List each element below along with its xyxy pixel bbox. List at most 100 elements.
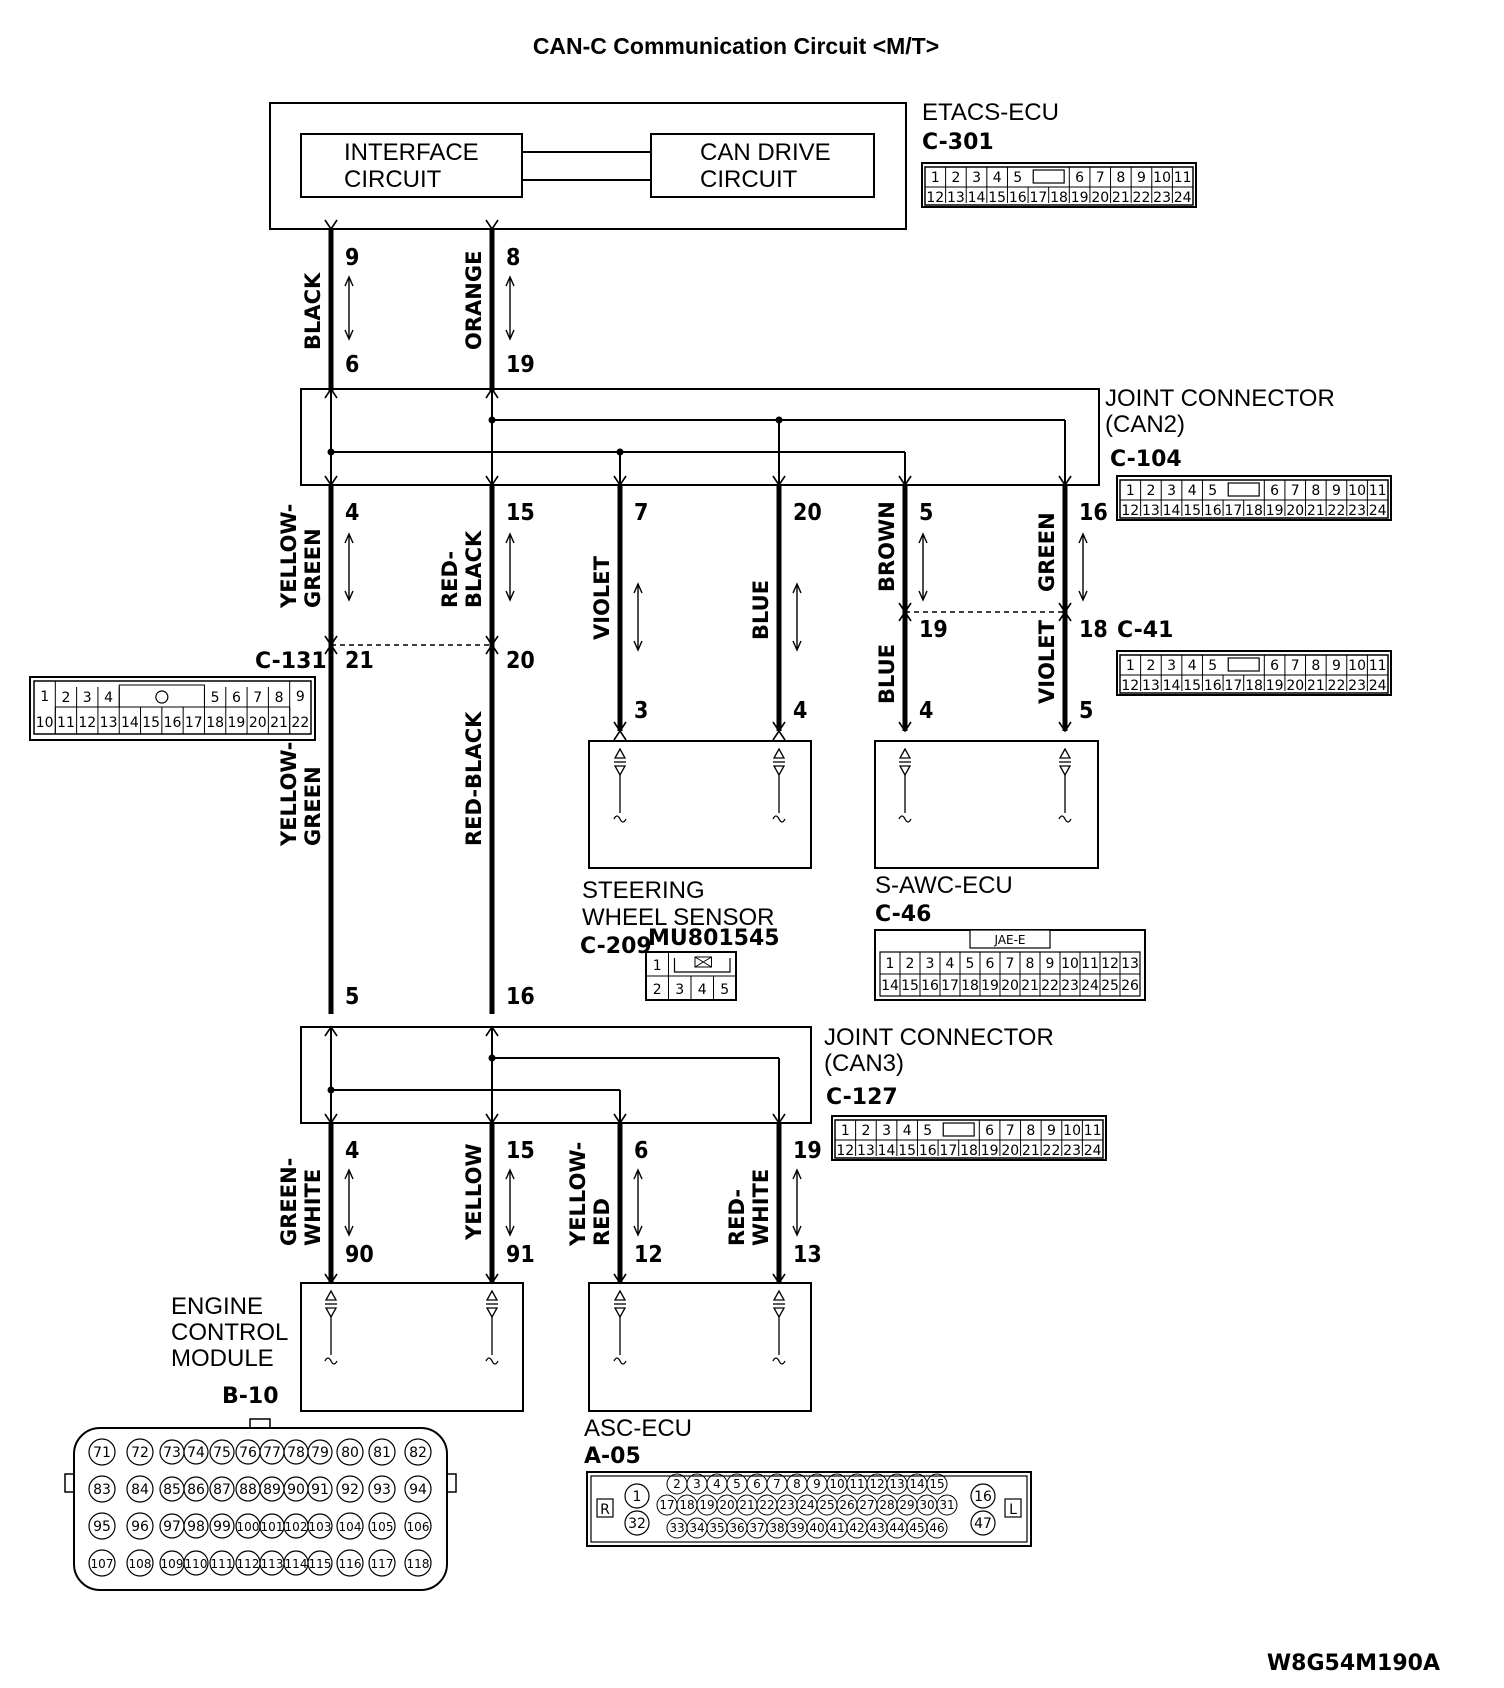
asc-pin-34: 34 [689,1521,704,1535]
wire-end-arrow [324,1273,338,1285]
etacs-pin-10: 10 [1153,170,1171,186]
interface-circuit-label-2: CIRCUIT [344,166,442,193]
pin-jc2-20: 20 [793,500,822,526]
ecm-pin-74: 74 [187,1445,205,1461]
pin-jc2-19: 19 [506,352,535,378]
mid-wires: 4 15 7 20 5 16 YELLOW- GREEN RED- BLACK … [255,485,1173,1014]
etacs-pin-19: 19 [1071,190,1089,206]
bidirectional-arrow [505,275,515,341]
ecm-pin-117: 117 [371,1557,394,1571]
ecm-pin-99: 99 [213,1519,231,1535]
etacs-pin-13: 13 [947,190,965,206]
wire-yellow-green-2b: GREEN [301,766,325,846]
bidirectional-arrow [633,582,643,652]
steering-pin-4: 4 [698,982,707,998]
etacs-pin-9: 9 [1137,170,1146,186]
ecm-pin-76: 76 [239,1445,257,1461]
sawc-pin-23: 23 [1061,978,1079,994]
sawc-pin-26: 26 [1121,978,1139,994]
c131-pin-20: 20 [249,715,267,731]
etacs-pin-5: 5 [1013,170,1022,186]
asc-pin-2: 2 [673,1477,681,1491]
pin-ecm-91: 91 [506,1242,535,1268]
jc2-pin-2: 2 [1146,483,1155,499]
ecm-pin-93: 93 [373,1482,391,1498]
pin-jc3-16: 16 [506,984,535,1010]
c131-pin-3: 3 [83,690,92,706]
c41-pin-6: 6 [1270,658,1279,674]
sawc-pin-11: 11 [1081,956,1099,972]
sawc-name: S-AWC-ECU [875,872,1013,899]
pin-c41-18: 18 [1079,617,1108,643]
c131-pin-11: 11 [57,715,75,731]
can-drive-circuit-label-2: CIRCUIT [700,166,798,193]
terminal-symbol [485,1289,499,1365]
etacs-pin-21: 21 [1112,190,1130,206]
jc3-pin-16: 16 [919,1143,937,1159]
pin-jc2-16: 16 [1079,500,1108,526]
asc-pin-10: 10 [829,1477,844,1491]
jc2-pin-10: 10 [1348,483,1366,499]
ecm-pin-94: 94 [409,1482,427,1498]
wire-end-arrow [613,1273,627,1285]
c41-pin-5: 5 [1208,658,1217,674]
ecm-pin-102: 102 [285,1520,308,1534]
etacs-pin-24: 24 [1174,190,1192,206]
terminal-symbol [772,747,786,823]
etacs-pin-4: 4 [993,170,1002,186]
ecm-pin-95: 95 [93,1519,111,1535]
pin-c41-19: 19 [919,617,948,643]
wire-end-arrow [772,1113,786,1125]
bidirectional-arrow [344,532,354,602]
sawc-pin-19: 19 [981,978,999,994]
c41-pin-14: 14 [1163,678,1181,694]
asc-pin-35: 35 [709,1521,724,1535]
etacs-pin-14: 14 [968,190,986,206]
terminal-symbol [324,1289,338,1365]
ecm-pin-118: 118 [407,1557,430,1571]
jc2-name-2: (CAN2) [1105,411,1185,438]
terminal-symbol [613,747,627,823]
wire-red-black-1: RED- [438,551,462,608]
asc-pin-39: 39 [789,1521,804,1535]
sawc-pin-2: 2 [906,956,915,972]
pin-etacs-8: 8 [506,245,520,271]
asc-pin-46: 46 [929,1521,944,1535]
wire-brown: BROWN [875,501,899,592]
ecm-pin-80: 80 [341,1445,359,1461]
can-drive-circuit-label: CAN DRIVE [700,139,831,166]
sawc-pin-6: 6 [986,956,995,972]
ecm-pin-71: 71 [93,1445,111,1461]
c131-connector-id: C-131 [255,649,327,674]
jc3-pin-22: 22 [1043,1143,1061,1159]
sawc-pin-24: 24 [1081,978,1099,994]
sawc-pin-10: 10 [1061,956,1079,972]
wire-green: GREEN [1035,512,1059,592]
steering-pin-1: 1 [653,958,662,974]
c41-pin-3: 3 [1167,658,1176,674]
jc3-connector-id: C-127 [826,1085,898,1110]
asc-name: ASC-ECU [584,1415,692,1442]
etacs-pin-15: 15 [988,190,1006,206]
c41-pin-17: 17 [1224,678,1242,694]
wire-end-arrow [772,729,786,741]
c41-pin-20: 20 [1286,678,1304,694]
c131-pin-9: 9 [296,689,305,705]
c41-pin-12: 12 [1121,678,1139,694]
terminal-symbols [324,747,1072,1365]
diagram-title: CAN-C Communication Circuit <M/T> [533,33,939,59]
wire-end-arrow [898,610,912,622]
etacs-pin-12: 12 [926,190,944,206]
asc-left-mark: R [600,1502,610,1518]
ecm-pin-116: 116 [339,1557,362,1571]
pin-etacs-9: 9 [345,245,359,271]
pin-sawc-5: 5 [1079,698,1093,724]
jc2-pin-19: 19 [1266,503,1284,519]
asc-pin-15: 15 [929,1477,944,1491]
wire-end-arrow [613,475,627,487]
asc-pin-43: 43 [869,1521,884,1535]
bidirectional-arrow [918,532,928,602]
etacs-pin-2: 2 [951,170,960,186]
ecm-pin-75: 75 [213,1445,231,1461]
